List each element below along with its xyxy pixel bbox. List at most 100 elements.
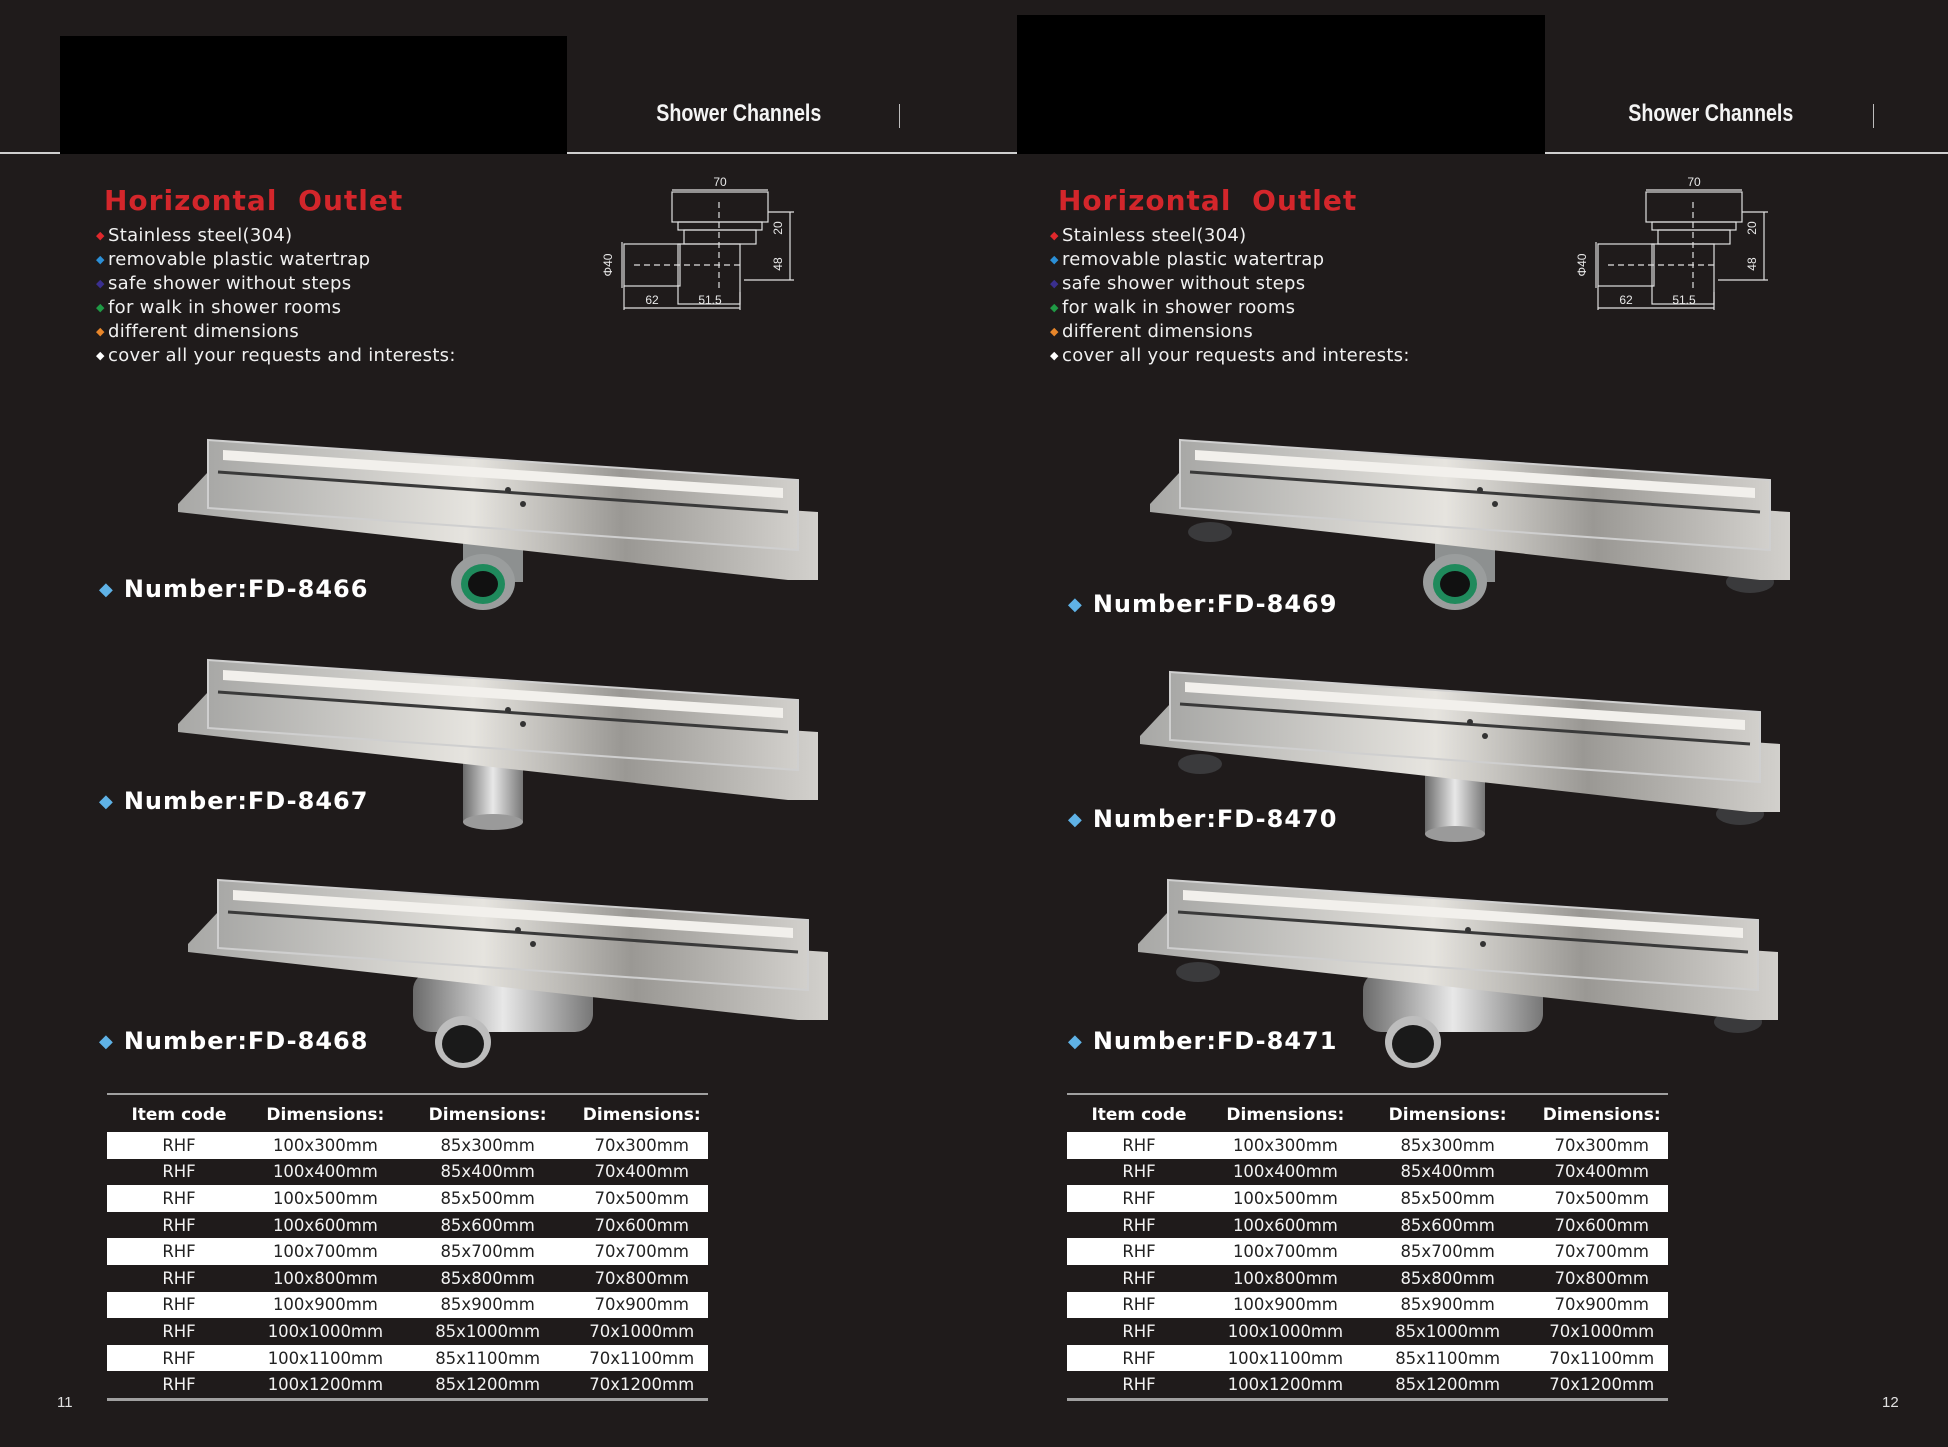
table-cell: RHF — [1067, 1264, 1211, 1292]
column-header: Dimensions: — [582, 1105, 701, 1125]
diagram-shape — [671, 191, 769, 223]
table-cell: 70x1000mm — [575, 1318, 708, 1345]
table-cell: RHF — [107, 1238, 251, 1265]
feature-item: ◆cover all your requests and interests: — [96, 344, 456, 368]
header-divider-right — [1873, 104, 1874, 128]
feature-text: removable plastic watertrap — [1062, 249, 1325, 270]
table-cell: RHF — [107, 1318, 251, 1345]
bullet-diamond-icon: ◆ — [96, 301, 105, 314]
table-cell: 85x300mm — [399, 1132, 576, 1159]
table-cell: 70x400mm — [1535, 1158, 1668, 1186]
table-cell: 100x1100mm — [1211, 1344, 1360, 1372]
table-cell: 70x800mm — [575, 1264, 708, 1292]
table-cell: 85x1200mm — [399, 1371, 576, 1400]
table-cell: 100x300mm — [1211, 1132, 1360, 1159]
bullet-diamond-icon: ◆ — [96, 229, 105, 242]
diagram-shape — [1651, 243, 1715, 305]
table-cell: RHF — [107, 1371, 251, 1400]
dimension-label: 20 — [771, 221, 785, 235]
diagram-shape — [1597, 243, 1655, 287]
feature-item: ◆removable plastic watertrap — [1050, 248, 1410, 272]
product-image-vertical-pipe-with-feet — [1140, 664, 1800, 879]
diamond-bullet-icon: ◆ — [99, 1031, 114, 1052]
table-cell: RHF — [107, 1264, 251, 1292]
table-cell: RHF — [1067, 1371, 1211, 1400]
section-title-right: Horizontal Outlet — [1058, 184, 1358, 217]
column-header: Item code — [131, 1105, 227, 1125]
dimension-label: 70 — [1687, 175, 1701, 189]
product-number: Number:FD-8468 — [123, 1027, 369, 1055]
table-cell: RHF — [107, 1211, 251, 1239]
table-cell: 100x800mm — [251, 1264, 400, 1292]
table-cell: 100x700mm — [251, 1238, 400, 1265]
product-number: Number:FD-8471 — [1092, 1027, 1338, 1055]
bullet-diamond-icon: ◆ — [1050, 325, 1059, 338]
header-title-right: Shower Channels — [1628, 100, 1794, 127]
table-cell: RHF — [1067, 1344, 1211, 1372]
diagram-shape — [677, 243, 741, 305]
table-cell: 100x600mm — [1211, 1211, 1360, 1239]
feature-item: ◆different dimensions — [1050, 320, 1410, 344]
diagram-shape — [683, 229, 757, 245]
table-cell: 100x700mm — [1211, 1238, 1360, 1265]
product-number: Number:FD-8467 — [123, 787, 369, 815]
table-cell: RHF — [1067, 1185, 1211, 1212]
bullet-diamond-icon: ◆ — [96, 277, 105, 290]
table-cell: 100x1100mm — [251, 1344, 400, 1372]
table-cell: 70x1200mm — [575, 1371, 708, 1400]
feature-text: cover all your requests and interests: — [108, 345, 456, 366]
diamond-bullet-icon: ◆ — [1068, 594, 1083, 615]
feature-text: cover all your requests and interests: — [1062, 345, 1410, 366]
table-cell: 70x500mm — [575, 1185, 708, 1212]
feature-text: safe shower without steps — [108, 273, 352, 294]
product-image-horizontal-pipe — [188, 872, 848, 1087]
product-image-horizontal-pipe-with-feet — [1138, 872, 1798, 1087]
feature-list-right: ◆Stainless steel(304)◆removable plastic … — [1050, 224, 1410, 368]
dimension-label: 62 — [1619, 293, 1633, 307]
product-number: Number:FD-8469 — [1092, 590, 1338, 618]
table-cell: 100x400mm — [1211, 1158, 1360, 1186]
table-cell: 100x1200mm — [1211, 1371, 1360, 1400]
feature-item: ◆for walk in shower rooms — [1050, 296, 1410, 320]
header-title-left: Shower Channels — [656, 100, 822, 127]
feature-text: Stainless steel(304) — [108, 225, 293, 246]
feature-text: for walk in shower rooms — [1062, 297, 1296, 318]
table-cell: 100x500mm — [1211, 1185, 1360, 1212]
product-number: Number:FD-8466 — [123, 575, 369, 603]
logo-placeholder-right — [1017, 15, 1545, 154]
column-header: Dimensions: — [428, 1105, 547, 1125]
dimension-label: 51.5 — [1672, 293, 1696, 307]
product-number-label: ◆Number:FD-8470 — [1068, 805, 1337, 833]
bullet-diamond-icon: ◆ — [1050, 349, 1059, 362]
table-cell: 85x900mm — [399, 1291, 576, 1319]
feature-text: for walk in shower rooms — [108, 297, 342, 318]
table-cell: 85x700mm — [399, 1238, 576, 1265]
bullet-diamond-icon: ◆ — [1050, 229, 1059, 242]
table-cell: 100x800mm — [1211, 1264, 1360, 1292]
table-cell: 85x500mm — [399, 1185, 576, 1212]
page-number-left: 11 — [57, 1394, 73, 1411]
table-cell: 85x900mm — [1359, 1291, 1536, 1319]
feature-text: different dimensions — [1062, 321, 1254, 342]
dimension-label: 70 — [713, 175, 727, 189]
feature-item: ◆for walk in shower rooms — [96, 296, 456, 320]
diamond-bullet-icon: ◆ — [99, 579, 114, 600]
diagram-shape — [677, 221, 763, 231]
table-cell: 70x600mm — [1535, 1211, 1668, 1239]
table-cell: 85x800mm — [399, 1264, 576, 1292]
table-cell: 70x900mm — [575, 1291, 708, 1319]
feature-item: ◆safe shower without steps — [1050, 272, 1410, 296]
table-cell: RHF — [1067, 1318, 1211, 1345]
feature-list-left: ◆Stainless steel(304)◆removable plastic … — [96, 224, 456, 368]
feature-item: ◆Stainless steel(304) — [1050, 224, 1410, 248]
diamond-bullet-icon: ◆ — [99, 791, 114, 812]
